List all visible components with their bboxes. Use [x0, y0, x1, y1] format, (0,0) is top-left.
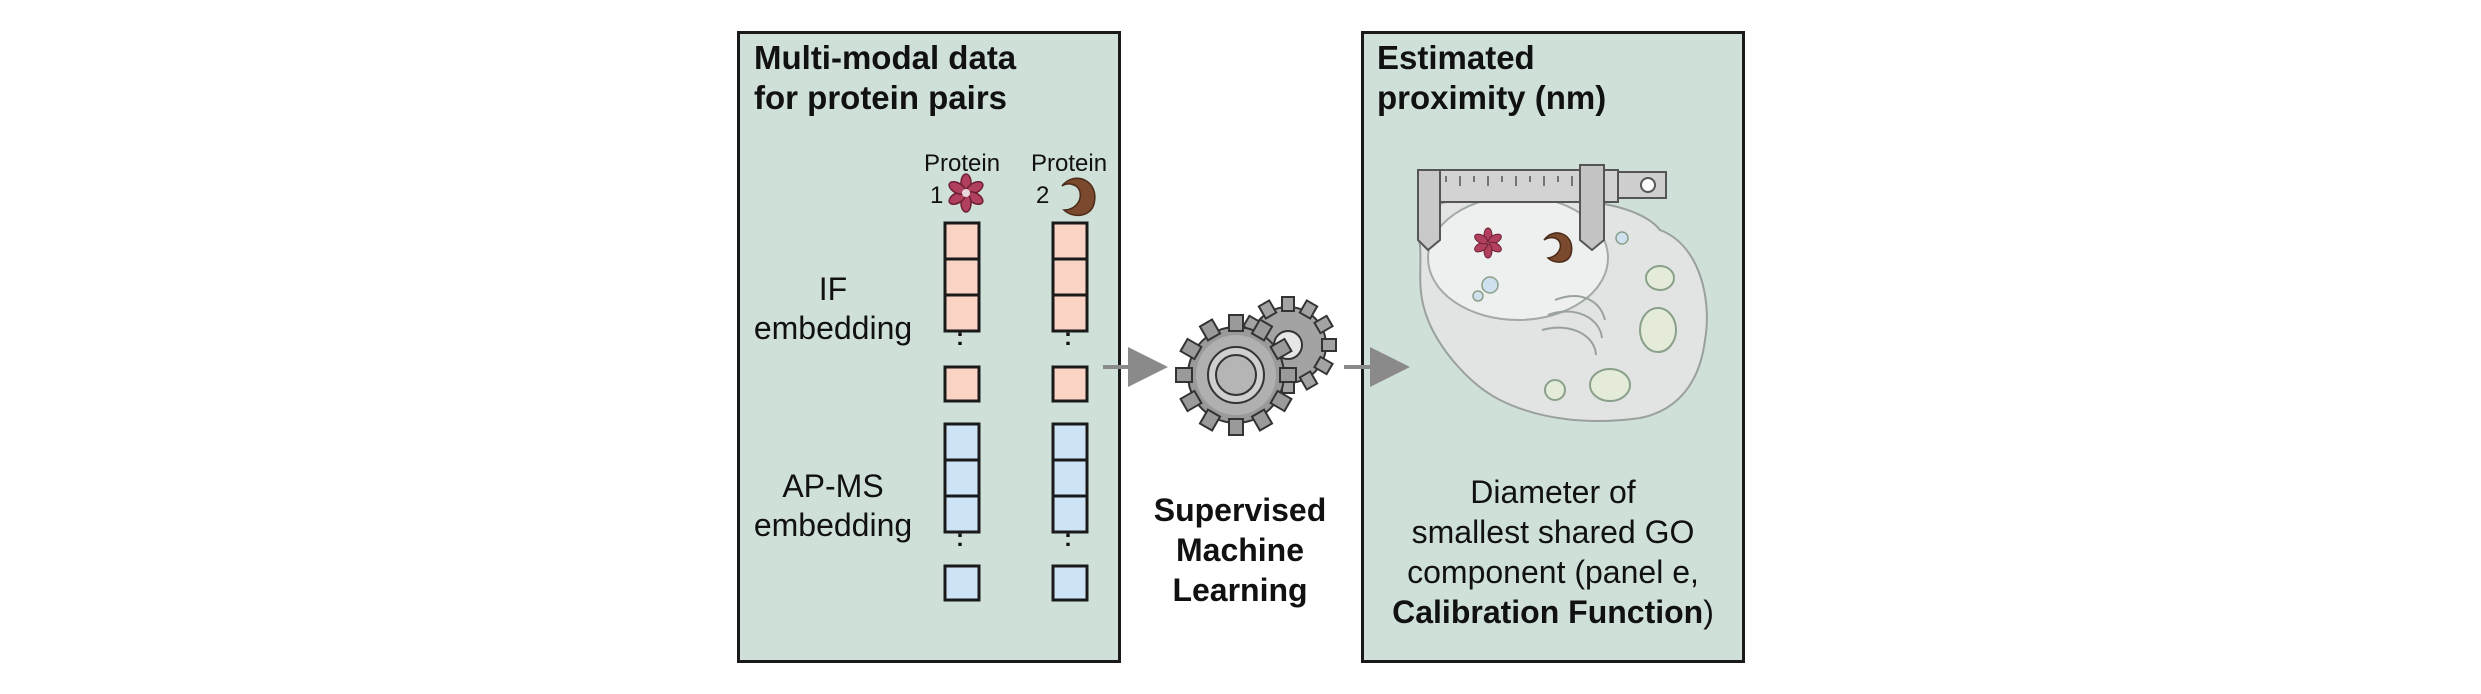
- gears-icon: [1175, 296, 1337, 436]
- protein1-flower-icon: [948, 173, 984, 213]
- if-ellipsis-2: :: [1064, 324, 1072, 351]
- if-label-line1: IF: [818, 271, 848, 307]
- desc-line2: smallest shared GO: [1411, 514, 1695, 550]
- multimodal-data-panel: [737, 31, 1121, 663]
- protein1-number: 1: [930, 182, 944, 209]
- apms-label-line1: AP-MS: [782, 468, 884, 504]
- protein2-number: 2: [1036, 182, 1050, 209]
- if-embedding-boxes: [943, 221, 1089, 403]
- right-panel-title-line2: proximity (nm): [1377, 79, 1607, 116]
- if-label-line2: embedding: [753, 310, 913, 346]
- left-panel-title-line2: for protein pairs: [754, 79, 1008, 116]
- desc-line1: Diameter of: [1470, 474, 1636, 510]
- apms-ellipsis-1: :: [956, 525, 964, 552]
- middle-line1: Supervised: [1153, 492, 1327, 528]
- protein2-crescent-icon: [1061, 177, 1096, 217]
- caliper-icon: [1417, 164, 1667, 252]
- left-panel-title-line1: Multi-modal data: [754, 39, 1017, 76]
- protein2-label: Protein: [1031, 150, 1108, 177]
- desc-line4: Calibration Function): [1361, 592, 1745, 632]
- cell-illustration: [1417, 195, 1708, 422]
- if-ellipsis-1: :: [956, 324, 964, 351]
- calibration-function-text: Calibration Function: [1392, 594, 1704, 630]
- right-panel-title-line1: Estimated: [1377, 39, 1535, 76]
- middle-line2: Machine: [1175, 532, 1305, 568]
- desc-line3: component (panel e,: [1407, 554, 1699, 590]
- protein1-label: Protein: [924, 150, 1001, 177]
- apms-label-line2: embedding: [753, 507, 913, 543]
- apms-ellipsis-2: :: [1064, 525, 1072, 552]
- middle-line3: Learning: [1172, 572, 1308, 608]
- apms-embedding-boxes: [943, 422, 1089, 602]
- desc-close-paren: ): [1703, 594, 1714, 630]
